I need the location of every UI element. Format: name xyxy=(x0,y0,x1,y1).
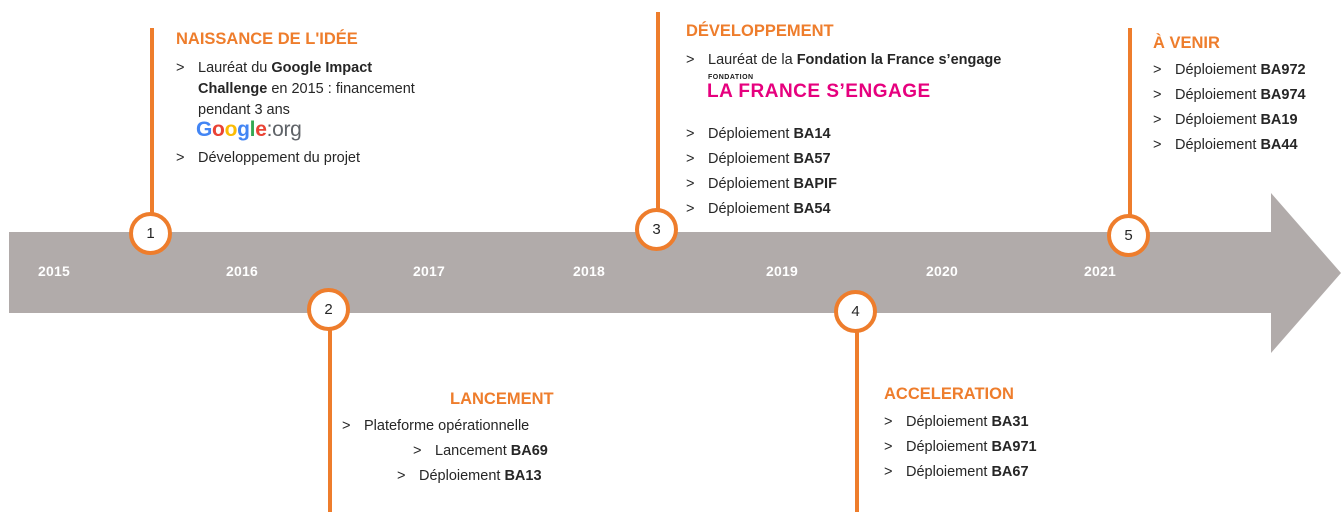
fondation-logo-small: FONDATION xyxy=(708,74,754,81)
milestone-4-number: 4 xyxy=(851,303,860,320)
milestone-1-item-1: >Lauréat du Google Impact xyxy=(176,60,373,76)
milestone-3-item-2: >Déploiement BA14 xyxy=(686,126,831,142)
milestone-3-item-4: >Déploiement BAPIF xyxy=(686,176,837,192)
milestone-5-circle: 5 xyxy=(1107,214,1150,257)
year-2019: 2019 xyxy=(766,263,798,279)
year-2020: 2020 xyxy=(926,263,958,279)
milestone-2-item-1: >Plateforme opérationnelle xyxy=(342,418,530,434)
milestone-5-item-4: >Déploiement BA44 xyxy=(1153,137,1298,153)
milestone-2-item-2: >Lancement BA69 xyxy=(413,443,548,459)
milestone-3-item-1: >Lauréat de la Fondation la France s’eng… xyxy=(686,52,1002,68)
milestone-5-line xyxy=(1128,28,1132,218)
milestone-1-circle: 1 xyxy=(129,212,172,255)
fondation-logo: LA FRANCE S’ENGAGE xyxy=(707,81,931,102)
milestone-5-number: 5 xyxy=(1124,227,1133,244)
milestone-2-line xyxy=(328,330,332,512)
milestone-2-circle: 2 xyxy=(307,288,350,331)
bullet: > xyxy=(176,60,185,76)
milestone-5-item-2: >Déploiement BA974 xyxy=(1153,87,1306,103)
milestone-2-title: LANCEMENT xyxy=(450,390,554,408)
milestone-2-number: 2 xyxy=(324,301,333,318)
milestone-4-line xyxy=(855,330,859,512)
milestone-3-item-5: >Déploiement BA54 xyxy=(686,201,831,217)
milestone-3-title: DÉVELOPPEMENT xyxy=(686,22,834,40)
year-2017: 2017 xyxy=(413,263,445,279)
year-2018: 2018 xyxy=(573,263,605,279)
milestone-5-item-1: >Déploiement BA972 xyxy=(1153,62,1306,78)
milestone-3-item-3: >Déploiement BA57 xyxy=(686,151,831,167)
milestone-1-line xyxy=(150,28,154,218)
timeline-arrow-shape xyxy=(9,193,1341,353)
milestone-3-line xyxy=(656,12,660,212)
milestone-1-item-1-cont2: pendant 3 ans xyxy=(198,102,290,118)
milestone-1-item-1-cont: Challenge en 2015 : financement xyxy=(198,81,415,97)
year-2015: 2015 xyxy=(38,263,70,279)
milestone-4-item-3: >Déploiement BA67 xyxy=(884,464,1029,480)
milestone-5-item-3: >Déploiement BA19 xyxy=(1153,112,1298,128)
year-2021: 2021 xyxy=(1084,263,1116,279)
milestone-3-number: 3 xyxy=(652,221,661,238)
milestone-1-number: 1 xyxy=(146,225,155,242)
milestone-3-circle: 3 xyxy=(635,208,678,251)
milestone-5-title: À VENIR xyxy=(1153,34,1220,52)
year-2016: 2016 xyxy=(226,263,258,279)
milestone-4-item-2: >Déploiement BA971 xyxy=(884,439,1037,455)
milestone-4-title: ACCELERATION xyxy=(884,385,1014,403)
milestone-1-title: NAISSANCE DE L'IDÉE xyxy=(176,30,358,48)
milestone-4-item-1: >Déploiement BA31 xyxy=(884,414,1029,430)
google-org-logo: Google:org xyxy=(196,118,302,141)
milestone-4-circle: 4 xyxy=(834,290,877,333)
milestone-1-item-2: >Développement du projet xyxy=(176,150,361,166)
milestone-2-item-3: >Déploiement BA13 xyxy=(397,468,542,484)
